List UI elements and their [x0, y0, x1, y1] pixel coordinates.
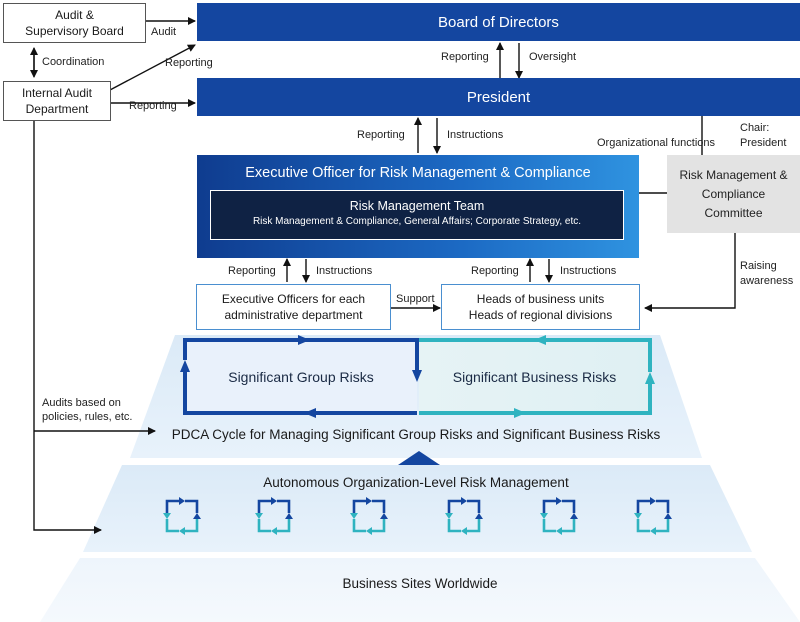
president-bar: President: [197, 78, 800, 116]
executive-officers-departments: Executive Officers for each administrati…: [196, 284, 391, 330]
significant-group-risks: Significant Group Risks: [228, 369, 374, 385]
label-reporting-left: Reporting: [228, 265, 276, 277]
cycle-icon-2: [253, 495, 295, 537]
label-reporting-exec: Reporting: [357, 129, 405, 141]
label-support: Support: [396, 293, 435, 305]
executive-officer-block: Executive Officer for Risk Management & …: [197, 155, 639, 258]
label-instructions-left: Instructions: [316, 265, 373, 277]
label-reporting-right: Reporting: [471, 265, 519, 277]
risk-team-subtitle: Risk Management & Compliance, General Af…: [252, 216, 582, 227]
exec-officers-line1: Executive Officers for each: [221, 292, 366, 306]
label-oversight: Oversight: [529, 51, 577, 63]
internal-audit-department-label: Internal Audit Department: [21, 86, 93, 116]
label-audit: Audit: [151, 26, 177, 38]
business-sites-worldwide: Business Sites Worldwide: [342, 576, 498, 591]
board-of-directors: Board of Directors: [197, 3, 800, 41]
heads-line2: Heads of regional divisions: [468, 308, 613, 322]
label-organizational-functions: Organizational functions: [597, 137, 716, 149]
label-raising-line1: Raising: [740, 260, 777, 272]
label-reporting-board: Reporting: [165, 57, 213, 69]
label-reporting-up: Reporting: [441, 51, 489, 63]
cycle-icon-6: [632, 495, 674, 537]
risk-team-title: Risk Management Team: [349, 199, 485, 213]
heads-of-units: Heads of business units Heads of regiona…: [441, 284, 640, 330]
label-audits-line2: policies, rules, etc.: [42, 411, 133, 423]
internal-audit-department: Internal Audit Department: [3, 81, 111, 121]
heads-line1: Heads of business units: [476, 292, 605, 306]
significant-business-risks: Significant Business Risks: [452, 369, 617, 385]
risk-compliance-committee: Risk Management & Compliance Committee: [667, 155, 800, 233]
label-instructions-exec: Instructions: [447, 129, 504, 141]
label-raising-line2: awareness: [740, 275, 794, 287]
exec-officers-line2: administrative department: [224, 308, 363, 322]
cycle-icon-4: [443, 495, 485, 537]
label-instructions-right: Instructions: [560, 265, 617, 277]
label-coordination: Coordination: [42, 56, 105, 68]
label-raising-awareness: Raising awareness: [740, 259, 793, 289]
cycle-icon-1: [161, 495, 203, 537]
pdca-caption: PDCA Cycle for Managing Significant Grou…: [171, 427, 661, 442]
cycle-icon-3: [348, 495, 390, 537]
label-chair-line2: President: [740, 137, 787, 149]
president-label: President: [466, 88, 531, 106]
label-audits-based: Audits based on policies, rules, etc.: [42, 396, 132, 424]
committee-line3: Committee: [704, 205, 763, 220]
autonomous-risk-management: Autonomous Organization-Level Risk Manag…: [263, 475, 569, 490]
label-chair-line1: Chair:: [740, 122, 770, 134]
cycle-icon-5: [538, 495, 580, 537]
label-reporting-president: Reporting: [129, 100, 177, 112]
audit-supervisory-board-label: Audit & Supervisory Board: [25, 8, 124, 38]
executive-officer-title: Executive Officer for Risk Management & …: [245, 165, 591, 181]
label-audits-line1: Audits based on: [42, 397, 121, 409]
board-of-directors-label: Board of Directors: [438, 13, 559, 31]
committee-line1: Risk Management &: [679, 167, 788, 182]
label-chair: Chair: President: [740, 121, 786, 151]
committee-line2: Compliance: [701, 186, 766, 201]
risk-management-team: Risk Management Team Risk Management & C…: [210, 190, 624, 240]
audit-supervisory-board: Audit & Supervisory Board: [3, 3, 146, 43]
